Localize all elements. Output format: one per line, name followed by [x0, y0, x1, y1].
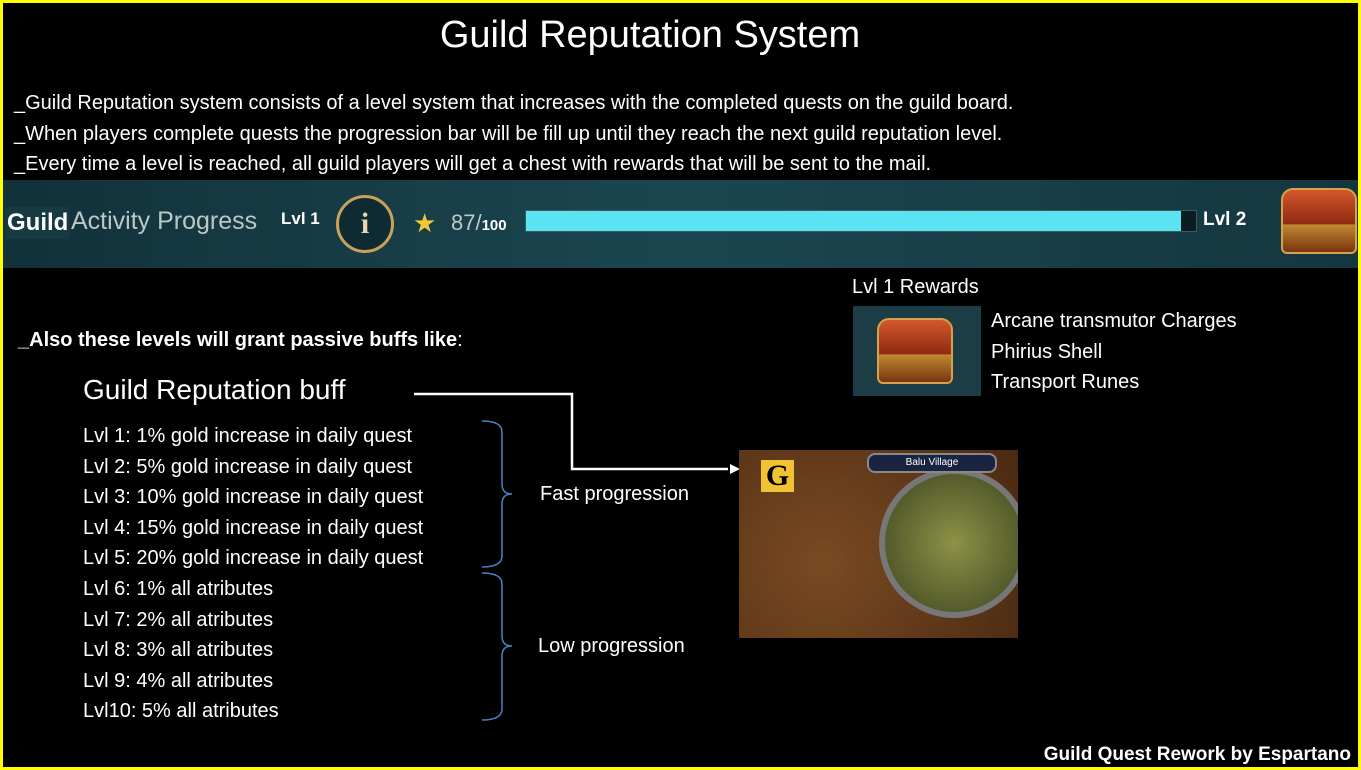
- reward-item: Arcane transmutor Charges: [991, 310, 1237, 332]
- arrow-head: [730, 464, 740, 474]
- star-icon: ★: [413, 208, 437, 238]
- buff-level: Lvl 4: 15% gold increase in daily quest: [83, 516, 424, 539]
- buff-level: Lvl 3: 10% gold increase in daily quest: [83, 486, 424, 509]
- points-count: 87/100: [451, 210, 507, 236]
- guild-progress-banner: Guild Activity Progress Lvl 1 i ★ 87/100…: [3, 180, 1358, 268]
- guild-icon: G: [761, 460, 794, 492]
- credit: Guild Quest Rework by Espartano: [1043, 744, 1351, 765]
- passive-heading-text: _Also these levels will grant passive bu…: [18, 329, 458, 351]
- points-max: 100: [481, 217, 507, 234]
- low-progression-label: Low progression: [538, 635, 685, 657]
- minimap-screenshot: G Balu Village: [739, 450, 1018, 638]
- chest-icon: [1281, 188, 1357, 254]
- reward-list: Arcane transmutor Charges Phirius Shell …: [991, 306, 1237, 398]
- intro-line: _Guild Reputation system consists of a l…: [14, 92, 1014, 114]
- activity-label: Activity Progress: [71, 207, 258, 235]
- minimap: [879, 468, 1018, 618]
- rewards-title: Lvl 1 Rewards: [852, 276, 979, 298]
- buff-level: Lvl 5: 20% gold increase in daily quest: [83, 547, 424, 570]
- buff-level: Lvl 1: 1% gold increase in daily quest: [83, 425, 413, 447]
- buff-levels: Lvl 1: 1% gold increase in daily quest L…: [83, 421, 423, 727]
- arrow-line: [414, 392, 728, 471]
- buff-level: Lvl 6: 1% all atributes: [83, 577, 274, 600]
- chest-icon: [877, 318, 953, 384]
- buff-level: Lvl 7: 2% all atributes: [83, 608, 274, 631]
- points-value: 87/: [451, 210, 482, 235]
- location-name: Balu Village: [867, 453, 997, 473]
- page-title: Guild Reputation System: [439, 14, 861, 56]
- next-level: Lvl 2: [1203, 209, 1247, 230]
- info-icon[interactable]: i: [336, 195, 394, 253]
- guild-label: Guild: [5, 207, 71, 239]
- reward-item: Transport Runes: [991, 371, 1140, 393]
- intro-line: _Every time a level is reached, all guil…: [14, 153, 932, 175]
- fast-progression-label: Fast progression: [540, 483, 689, 505]
- current-level: Lvl 1: [281, 209, 320, 228]
- buff-level: Lvl10: 5% all atributes: [83, 700, 279, 723]
- reward-item: Phirius Shell: [991, 340, 1103, 363]
- fast-brace: [481, 420, 513, 568]
- buff-level: Lvl 9: 4% all atributes: [83, 669, 274, 692]
- buff-level: Lvl 2: 5% gold increase in daily quest: [83, 455, 413, 478]
- progress-bar: [525, 210, 1197, 232]
- intro-text: _Guild Reputation system consists of a l…: [14, 88, 1013, 180]
- colon: :: [457, 329, 463, 351]
- low-brace: [481, 572, 513, 721]
- passive-heading: _Also these levels will grant passive bu…: [18, 329, 463, 352]
- buff-level: Lvl 8: 3% all atributes: [83, 639, 274, 662]
- progress-fill: [526, 211, 1181, 231]
- buff-title: Guild Reputation buff: [83, 374, 346, 405]
- reward-chest-image: [853, 306, 981, 396]
- intro-line: _When players complete quests the progre…: [14, 122, 1003, 145]
